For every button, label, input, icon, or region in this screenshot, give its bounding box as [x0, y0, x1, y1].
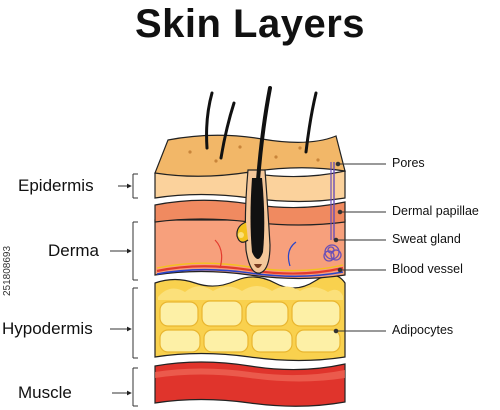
hair-follicle [236, 169, 271, 274]
page-title: Skin Layers [134, 2, 366, 46]
part-pointers [333, 161, 386, 334]
label-adipocytes: Adipocytes [392, 323, 454, 337]
stock-id: 251808693 [2, 245, 13, 296]
label-derma: Derma [48, 241, 100, 260]
label-hypodermis: Hypodermis [2, 319, 93, 338]
muscle-layer [154, 361, 346, 407]
sweat-gland [323, 162, 342, 262]
label-blood-vessel: Blood vessel [392, 262, 463, 276]
hairs [205, 86, 318, 182]
label-dermal-papillae: Dermal papillae [392, 204, 479, 218]
label-sweat-gland: Sweat gland [392, 232, 461, 246]
hypodermis-layer [154, 274, 346, 362]
label-muscle: Muscle [18, 383, 72, 402]
label-epidermis: Epidermis [18, 176, 94, 195]
label-pores: Pores [392, 156, 425, 170]
layer-brackets [110, 173, 138, 407]
